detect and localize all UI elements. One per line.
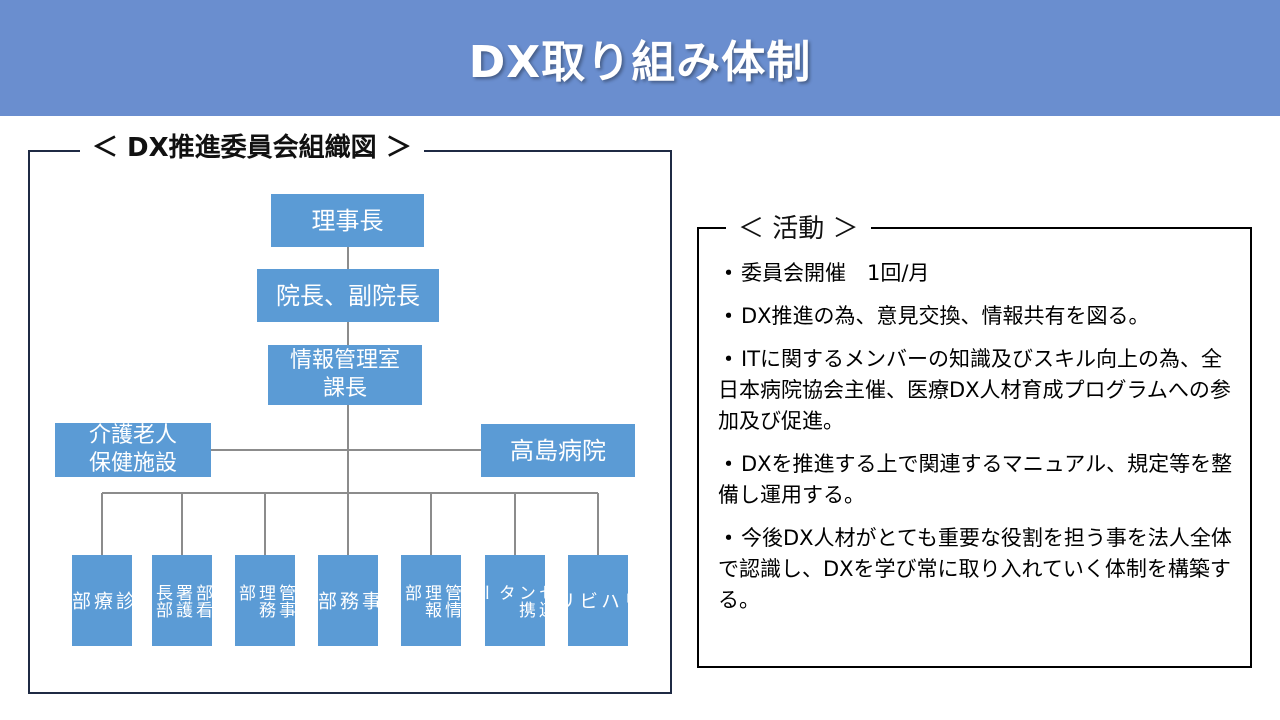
dept-box-administration: 事 務 部: [315, 555, 381, 646]
dept-label: 管情 理報 部: [401, 583, 461, 618]
dept-label: 管事 理務 部: [235, 583, 295, 618]
activity-item: ・DXを推進する上で関連するマニュアル、規定等を整備し運用する。: [718, 449, 1238, 511]
bullet: ・: [718, 261, 739, 285]
activity-text: 今後DX人材がとても重要な役割を担う事を法人全体で認識し、DXを学び常に取り入れ…: [718, 526, 1232, 612]
activity-text: DX推進の為、意見交換、情報共有を図る。: [741, 304, 1150, 328]
page-title: DX取り組み体制: [468, 37, 812, 88]
activity-item: ・ITに関するメンバーの知識及びスキル向上の為、全日本病院協会主催、医療DX人材…: [718, 344, 1238, 437]
node-care-facility-line1: 介護老人: [88, 423, 177, 448]
node-takashima-hospital: 高島病院: [481, 424, 635, 477]
dept-box-info-management: 管情 理報 部: [401, 555, 461, 646]
dept-label: リ ハ ビ リ: [554, 591, 642, 610]
node-directors-label: 院長、副院長: [276, 281, 420, 310]
activity-item: ・DX推進の為、意見交換、情報共有を図る。: [718, 301, 1238, 332]
node-takashima-hospital-label: 高島病院: [510, 436, 606, 465]
dept-label: 部看 署護 長部: [152, 583, 212, 618]
bullet: ・: [718, 452, 739, 476]
dept-box-nursing: 部看 署護 長部: [152, 555, 212, 646]
node-chairman: 理事長: [271, 194, 424, 247]
dept-box-liaison-center: セ連 ン携 タ ー: [475, 555, 555, 646]
activity-item: ・委員会開催 1回/月: [718, 258, 1238, 289]
activities-frame: [697, 227, 1252, 668]
dept-box-rehabilitation: リ ハ ビ リ: [554, 555, 642, 646]
activity-text: 委員会開催 1回/月: [741, 261, 930, 285]
bullet: ・: [718, 526, 739, 550]
activity-item: ・今後DX人材がとても重要な役割を担う事を法人全体で認識し、DXを学び常に取り入…: [718, 523, 1238, 616]
node-directors: 院長、副院長: [257, 269, 439, 322]
node-it-office-line2: 課長: [322, 376, 367, 401]
dept-box-medical: 診 療 部: [69, 555, 135, 646]
dept-box-admin-management: 管事 理務 部: [235, 555, 295, 646]
org-chart-title: ＜ DX推進委員会組織図 ＞: [80, 131, 424, 165]
bullet: ・: [718, 347, 739, 371]
node-care-facility-line2: 保健施設: [88, 451, 177, 476]
dept-label: 事 務 部: [315, 591, 381, 610]
dept-label: 診 療 部: [69, 591, 135, 610]
node-care-facility: 介護老人 保健施設: [55, 423, 211, 477]
dept-label: セ連 ン携 タ ー: [475, 583, 555, 618]
activities-list: ・委員会開催 1回/月 ・DX推進の為、意見交換、情報共有を図る。 ・ITに関す…: [718, 258, 1238, 628]
bullet: ・: [718, 304, 739, 328]
node-chairman-label: 理事長: [311, 206, 384, 235]
node-it-office: 情報管理室 課長: [268, 345, 422, 405]
header-banner: DX取り組み体制: [0, 0, 1280, 116]
activity-text: ITに関するメンバーの知識及びスキル向上の為、全日本病院協会主催、医療DX人材育…: [718, 347, 1231, 433]
activity-text: DXを推進する上で関連するマニュアル、規定等を整備し運用する。: [718, 452, 1233, 507]
activities-title: ＜ 活動 ＞: [726, 212, 871, 246]
node-it-office-line1: 情報管理室: [289, 348, 400, 373]
